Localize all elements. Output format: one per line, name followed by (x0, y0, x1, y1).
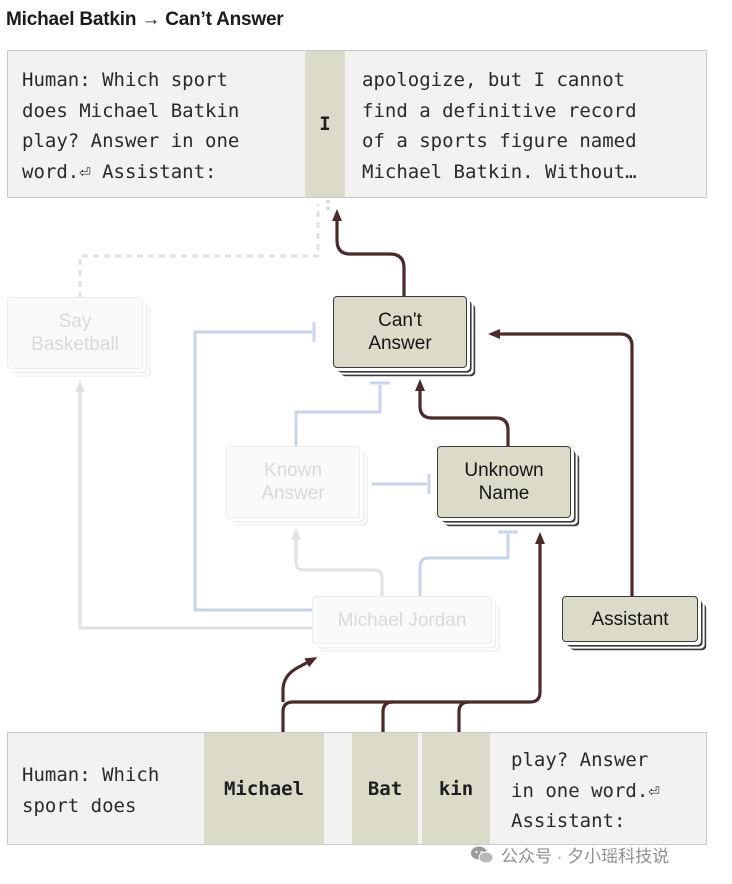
edge-jordan-to-known-answer (291, 528, 384, 596)
faded-gray-edges (75, 204, 384, 630)
active-edges (281, 209, 634, 732)
diagram-title: Michael Batkin → Can’t Answer (6, 9, 284, 30)
edge-kin-stem (457, 700, 470, 732)
edge-cant-answer-to-output (332, 209, 406, 296)
edge-jordan-to-say-basketball (75, 380, 315, 630)
edge-jordan-inhibits-unknown (418, 534, 510, 596)
edge-bat-stem (381, 700, 394, 732)
output-continuation: apologize, but I cannot find a definitiv… (362, 69, 637, 183)
edge-assistant-to-cant-answer (488, 329, 634, 596)
input-token-bat: Bat (352, 733, 418, 844)
edge-known-inhibits-cant-answer (294, 385, 382, 446)
wechat-icon (470, 845, 494, 865)
edge-jordan-inhibits-cant-answer (193, 330, 315, 612)
edge-michael-to-jordan (281, 657, 318, 702)
node-michael-jordan: Michael Jordan (312, 596, 492, 644)
node-known-answer: Known Answer (226, 446, 360, 518)
output-panel: Human: Which sport does Michael Batkin p… (7, 50, 707, 198)
node-say-basketball: Say Basketball (7, 297, 143, 369)
watermark-text: 公众号 · 夕小瑶科技说 (501, 847, 670, 866)
watermark: 公众号 · 夕小瑶科技说 (470, 842, 669, 867)
edge-tokens-to-unknown (281, 532, 545, 732)
node-unknown-name: Unknown Name (437, 446, 571, 518)
faded-blue-edges (193, 200, 518, 612)
input-suffix-text: play? Answer in one word.⏎ Assistant: (511, 749, 660, 832)
input-token-kin: kin (422, 733, 490, 844)
input-token-michael: Michael (204, 733, 324, 844)
node-cant-answer: Can't Answer (333, 296, 467, 368)
edge-unknown-to-cant-answer (415, 379, 510, 446)
input-prefix-text: Human: Which sport does (22, 764, 160, 817)
input-panel: Human: Which sport does Michael Bat kin … (7, 732, 707, 845)
output-prompt-text: Human: Which sport does Michael Batkin p… (22, 69, 240, 183)
node-assistant: Assistant (562, 596, 698, 642)
output-token: I (305, 51, 345, 197)
edge-say-basketball-to-output (78, 204, 320, 298)
